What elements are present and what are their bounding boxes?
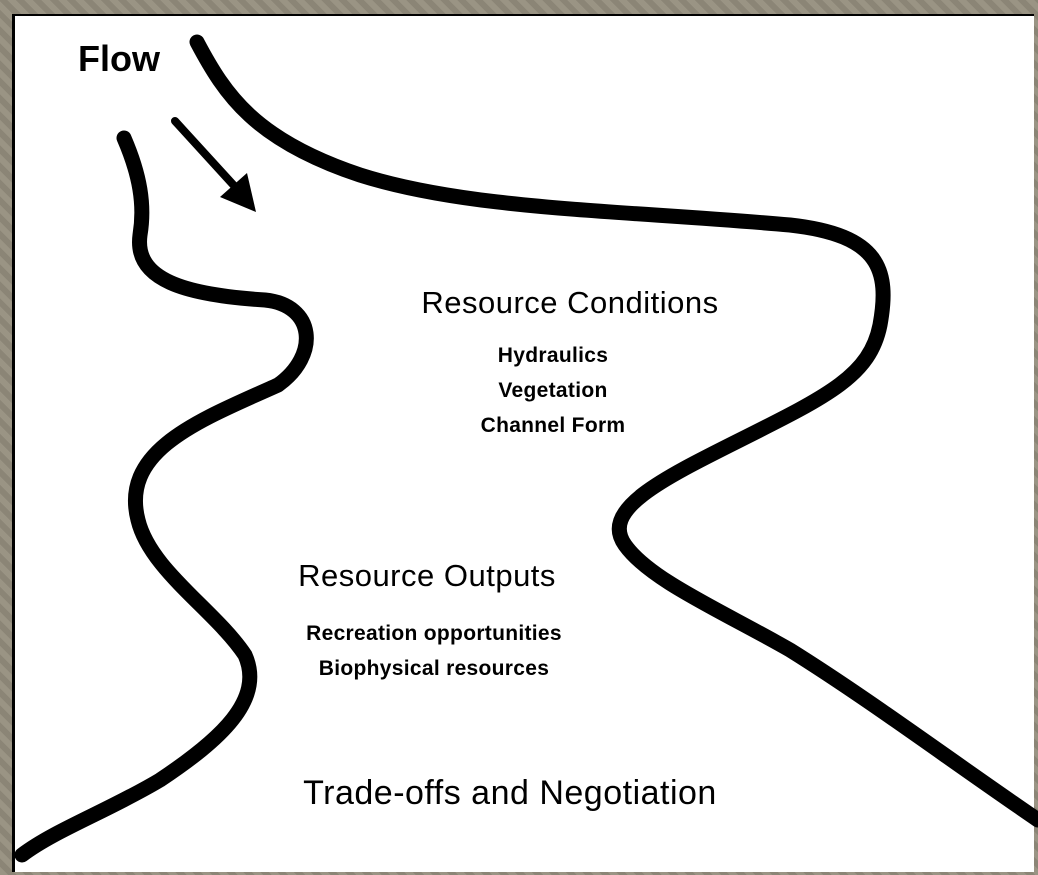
tradeoffs-title: Trade-offs and Negotiation (303, 774, 717, 812)
resource-conditions-list: Hydraulics Vegetation Channel Form (481, 338, 626, 443)
resource-outputs-item: Recreation opportunities (306, 622, 562, 645)
resource-conditions-title: Resource Conditions (421, 285, 719, 320)
resource-outputs-item: Biophysical resources (318, 657, 550, 680)
flow-arrow-icon (171, 117, 256, 212)
resource-conditions-item: Vegetation (498, 379, 608, 402)
left-riverbank (14, 130, 314, 863)
flow-label: Flow (78, 38, 160, 79)
resource-outputs-title: Resource Outputs (298, 558, 556, 593)
right-riverbank (189, 34, 1038, 828)
resource-conditions-item: Channel Form (480, 414, 626, 437)
diagram-panel (12, 14, 1034, 872)
resource-outputs-list: Recreation opportunities Biophysical res… (306, 616, 562, 686)
resource-conditions-item: Hydraulics (497, 344, 609, 367)
